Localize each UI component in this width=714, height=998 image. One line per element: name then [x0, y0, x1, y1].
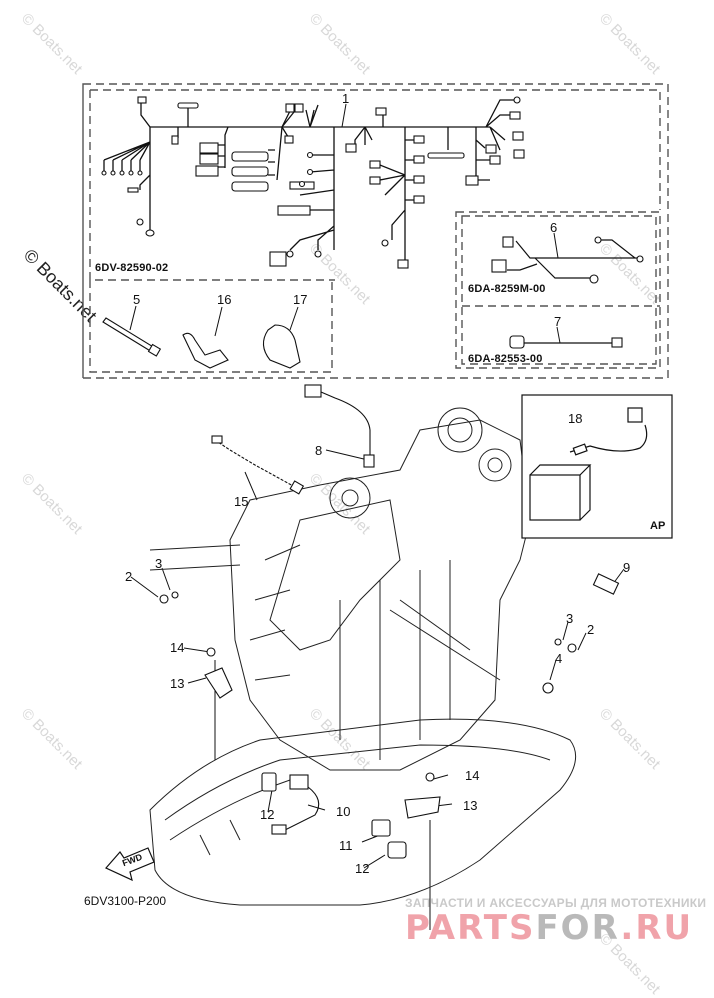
cable-tie-shape: [102, 317, 156, 353]
callout-18[interactable]: 18: [568, 411, 583, 426]
callout-14[interactable]: 14: [170, 640, 185, 655]
clamp-17-shape: [262, 324, 301, 369]
switch-9-shape: [592, 573, 620, 595]
callout-9[interactable]: 9: [623, 560, 631, 575]
callout-7[interactable]: 7: [554, 314, 562, 329]
callout-16[interactable]: 16: [217, 292, 232, 307]
washer-3a: [171, 591, 179, 599]
lead-15-shape: [214, 439, 296, 488]
battery-shape: [529, 474, 581, 521]
callout-13[interactable]: 13: [170, 676, 185, 691]
holder-13b: [404, 796, 441, 819]
callout-1[interactable]: 1: [342, 91, 350, 106]
callout-6[interactable]: 6: [550, 220, 558, 235]
sub-harness-6: [507, 239, 640, 279]
shop-brand: PARTSFOR.RU: [405, 908, 693, 948]
accessories: [102, 317, 301, 369]
callout-5[interactable]: 5: [133, 292, 141, 307]
shop-brand-right: .RU: [620, 908, 694, 948]
wire-harness-1: [103, 99, 515, 262]
callout-15[interactable]: 15: [234, 494, 249, 509]
callout-3[interactable]: 3: [566, 611, 574, 626]
ap-inset: [521, 394, 673, 539]
cap-11: [371, 819, 391, 837]
callout-2[interactable]: 2: [587, 622, 595, 637]
grommet-12a: [261, 772, 277, 792]
bolt-2a: [159, 594, 169, 604]
bolt-14a: [206, 647, 216, 657]
clamp-16-shape: [182, 332, 229, 369]
callout-2[interactable]: 2: [125, 569, 133, 584]
fwd-arrow-icon: [105, 847, 155, 882]
grommet-12b: [387, 841, 407, 859]
callout-3[interactable]: 3: [155, 556, 163, 571]
washer-3b: [554, 638, 562, 646]
holder-13a: [204, 667, 233, 699]
lead-10-connector: [289, 774, 309, 790]
callout-12[interactable]: 12: [260, 807, 275, 822]
callout-10[interactable]: 10: [336, 804, 351, 819]
group-box-harness: [89, 89, 661, 281]
shop-brand-mid: FOR: [535, 908, 621, 948]
callout-17[interactable]: 17: [293, 292, 308, 307]
group-box-accessories: [89, 280, 333, 373]
bolt-2b: [567, 643, 577, 653]
group-part-number: 6DV-82590-02: [95, 262, 169, 274]
group-box-6: [455, 211, 661, 369]
drawing-code: 6DV3100-P200: [84, 894, 167, 908]
harness-connectors: [101, 96, 525, 269]
callout-4[interactable]: 4: [555, 651, 563, 666]
shop-brand-left: PARTS: [405, 908, 536, 948]
cowling-outline: [149, 718, 577, 906]
engine-block-illustration: [149, 407, 577, 906]
callout-14[interactable]: 14: [465, 768, 480, 783]
inset-label: AP: [650, 520, 666, 532]
sensor-8-connector: [304, 384, 322, 398]
bolt-14b: [425, 772, 435, 782]
callout-13[interactable]: 13: [463, 798, 478, 813]
bolt-4: [542, 682, 554, 694]
group-part-number: 6DA-82553-00: [468, 353, 543, 365]
callout-8[interactable]: 8: [315, 443, 323, 458]
leader-lines: [129, 103, 625, 930]
group-box-outer: [82, 83, 669, 379]
shop-tagline: ЗАПЧАСТИ И АКСЕССУАРЫ ДЛЯ МОТОТЕХНИКИ: [405, 896, 707, 910]
callout-11[interactable]: 11: [339, 838, 353, 853]
callout-12[interactable]: 12: [355, 861, 370, 876]
group-part-number: 6DA-8259M-00: [468, 283, 546, 295]
